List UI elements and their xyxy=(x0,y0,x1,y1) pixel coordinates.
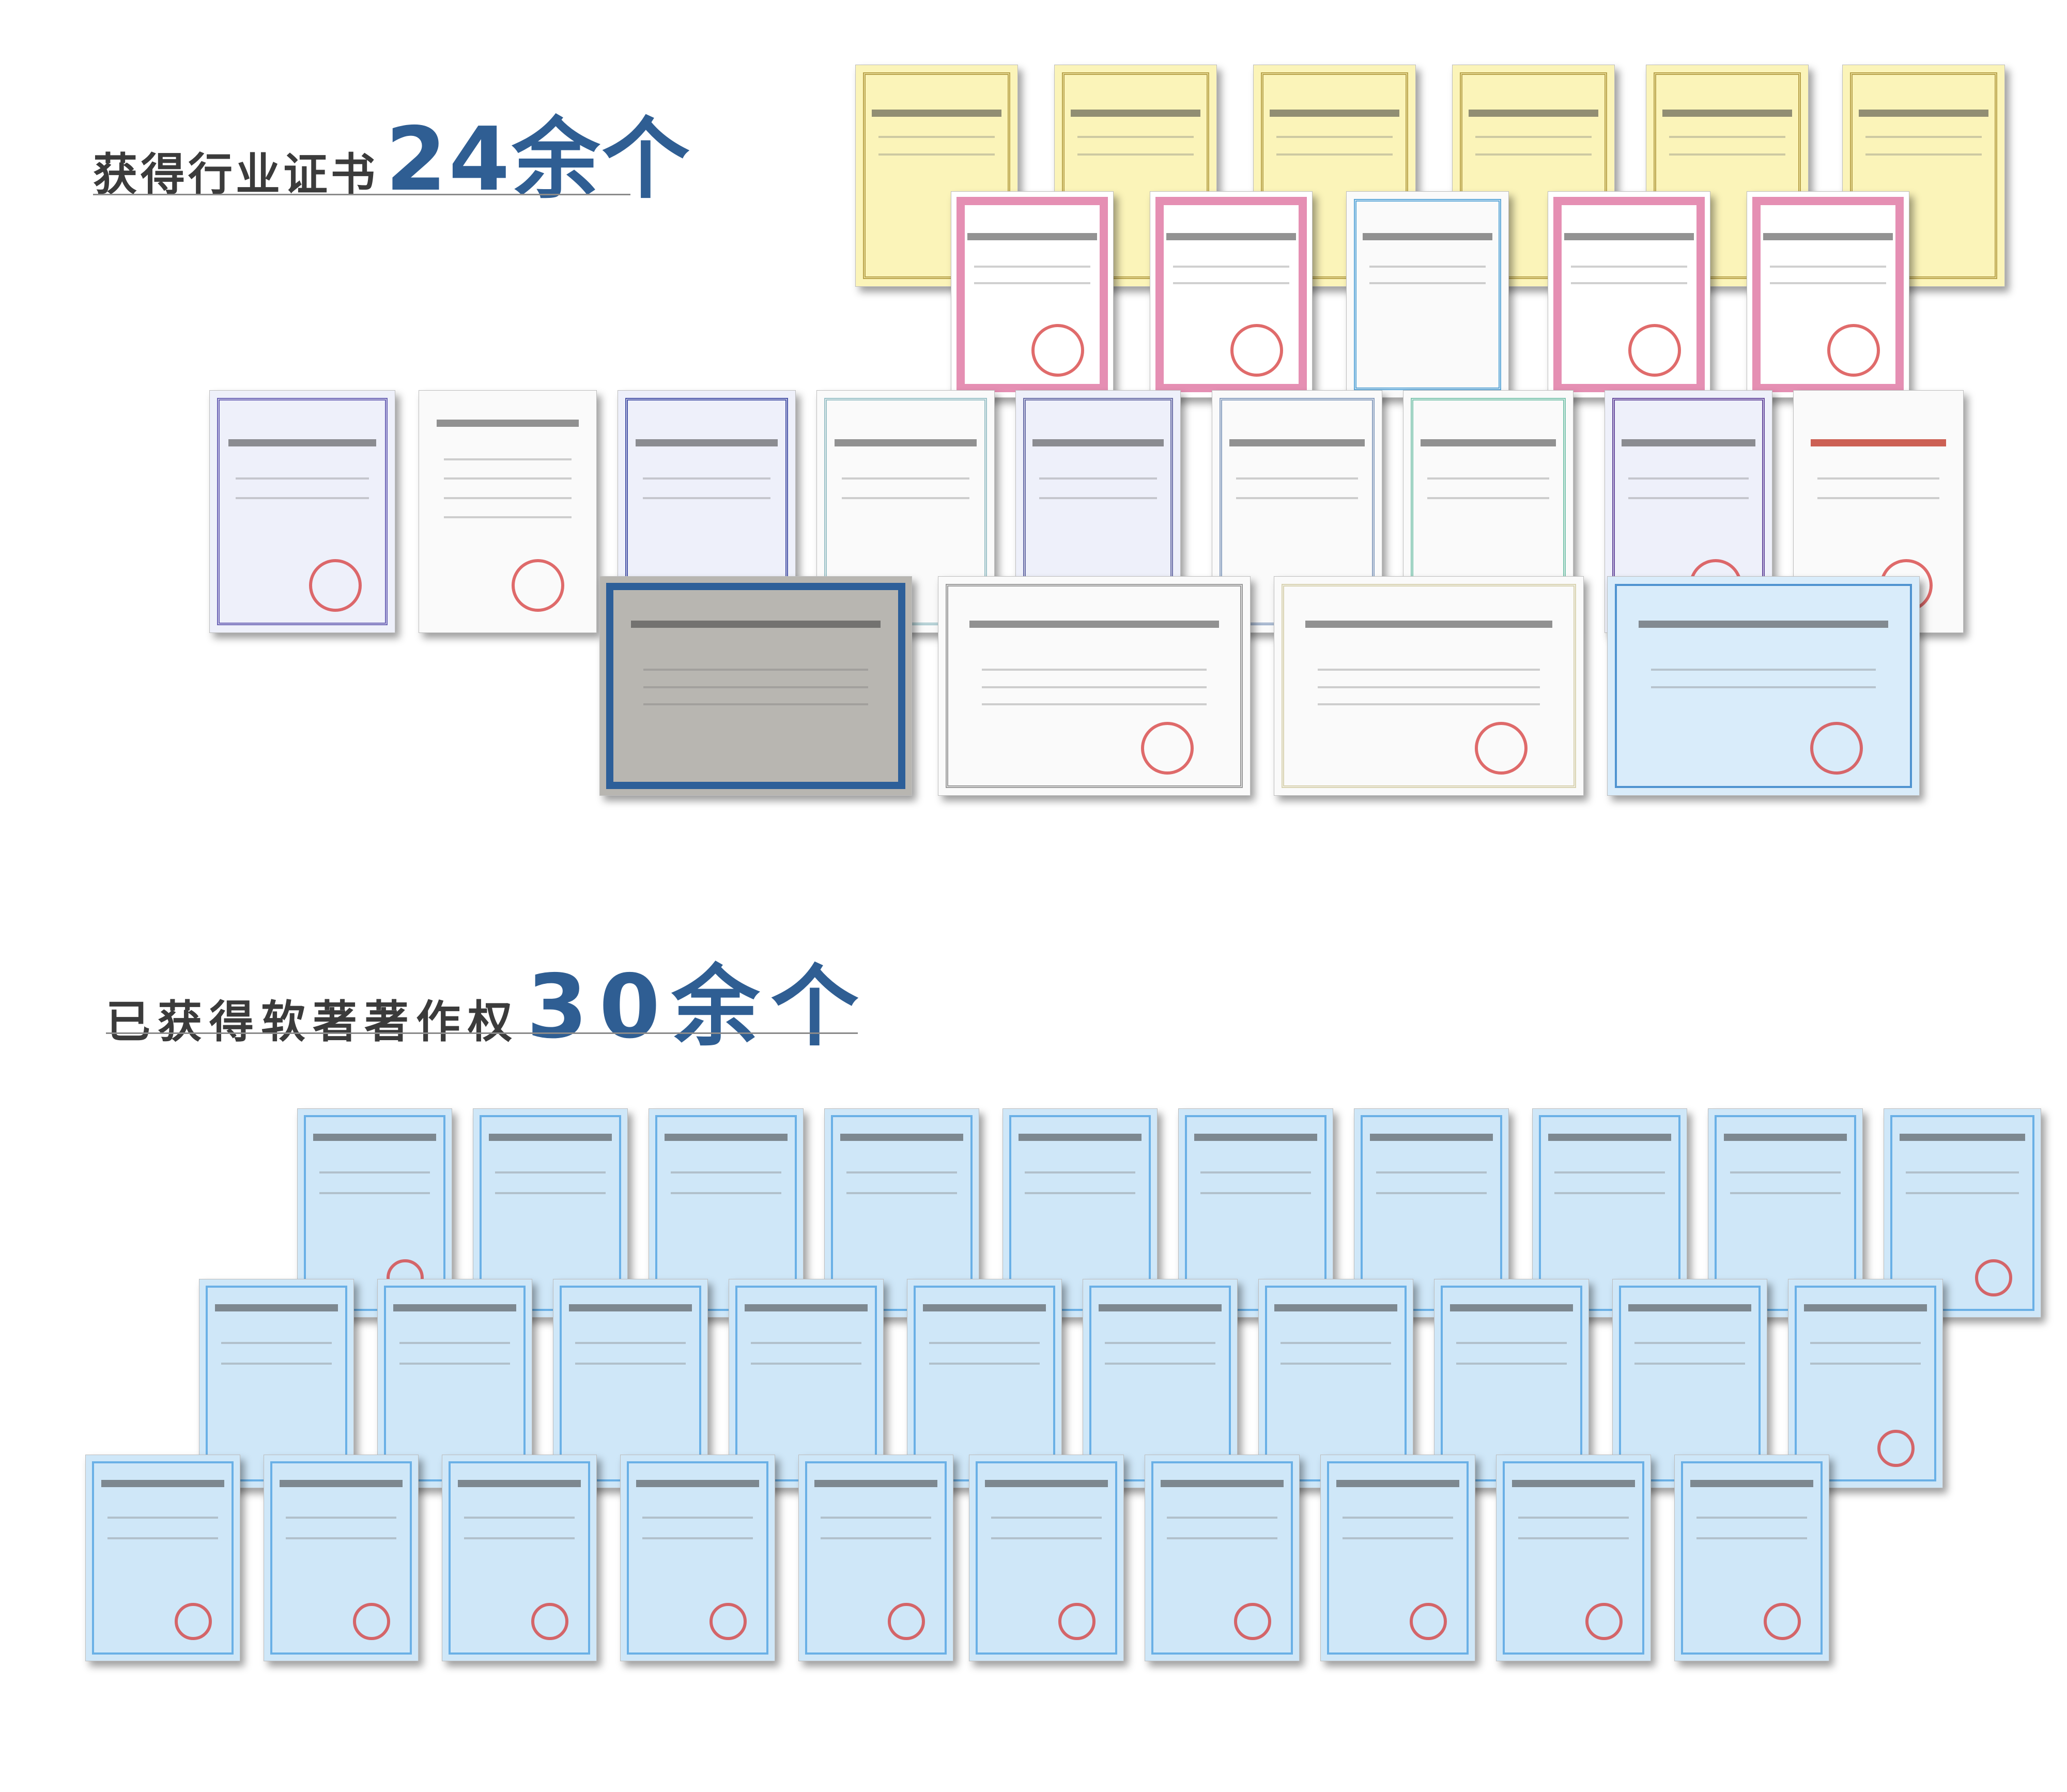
certificate-image xyxy=(1274,576,1584,796)
software-heading-underline xyxy=(106,1032,858,1034)
copyright-certificate-image xyxy=(553,1279,708,1488)
certificate-image xyxy=(1607,576,1920,796)
copyright-certificate-image xyxy=(907,1279,1062,1488)
copyright-certificate-image xyxy=(264,1455,419,1661)
copyright-certificate-image xyxy=(620,1455,775,1661)
certificate-image xyxy=(1346,191,1509,398)
industry-cert-heading: 获得行业证书 24余个 xyxy=(93,88,692,215)
software-copyright-count: 30余个 xyxy=(527,956,870,1058)
copyright-certificate-image xyxy=(729,1279,884,1488)
copyright-certificate-image xyxy=(442,1455,597,1661)
software-copyright-label: 已获得软著著作权 xyxy=(106,996,519,1048)
copyright-certificate-image xyxy=(1083,1279,1238,1488)
copyright-certificate-image xyxy=(1145,1455,1300,1661)
copyright-certificate-image xyxy=(1496,1455,1651,1661)
software-copyright-heading: 已获得软著著作权 30余个 xyxy=(106,935,870,1062)
industry-cert-label: 获得行业证书 xyxy=(93,149,378,200)
copyright-certificate-image xyxy=(1674,1455,1829,1661)
certificate-image xyxy=(209,390,395,633)
certificate-image xyxy=(938,576,1251,796)
copyright-certificate-image xyxy=(1612,1279,1767,1488)
certificate-image xyxy=(1548,191,1710,398)
copyright-certificate-image xyxy=(969,1455,1124,1661)
industry-heading-underline xyxy=(93,194,630,195)
copyright-certificate-image xyxy=(1320,1455,1475,1661)
certificate-image xyxy=(951,191,1114,398)
certificate-image xyxy=(1747,191,1909,398)
certificate-image xyxy=(599,576,912,796)
copyright-certificate-image xyxy=(377,1279,532,1488)
copyright-certificate-image xyxy=(199,1279,354,1488)
copyright-certificate-image xyxy=(1258,1279,1413,1488)
copyright-certificate-image xyxy=(798,1455,953,1661)
certificate-image xyxy=(855,65,1018,287)
industry-cert-count: 24余个 xyxy=(385,109,692,211)
copyright-certificate-image xyxy=(1788,1279,1943,1488)
certificate-image xyxy=(1150,191,1313,398)
copyright-certificate-image xyxy=(85,1455,240,1661)
certificate-image xyxy=(419,390,597,633)
